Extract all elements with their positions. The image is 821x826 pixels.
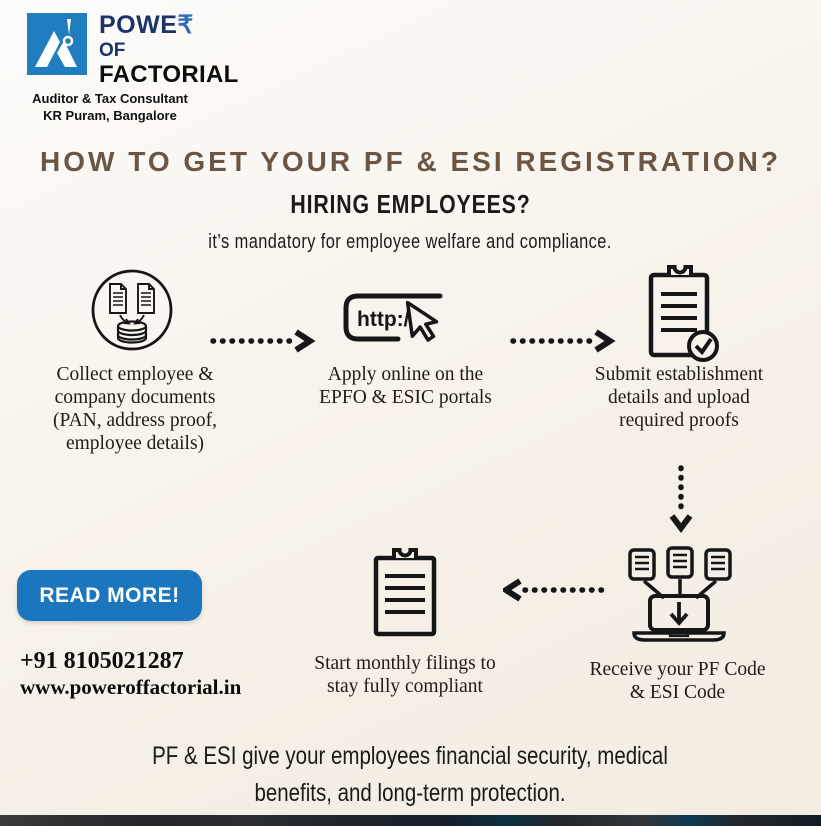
brand-taglines: Auditor & Tax Consultant KR Puram, Banga… bbox=[12, 90, 208, 124]
step-4-label: Receive your PF Code & ESI Code bbox=[589, 659, 766, 703]
footer-message-text: PF & ESI give your employees financial s… bbox=[152, 742, 668, 807]
step-2-label: Apply online on the EPFO & ESIC portals bbox=[319, 364, 492, 408]
brand-text: POWE₹ OF FACTORIAL bbox=[99, 13, 239, 87]
read-more-button[interactable]: READ MORE! bbox=[17, 570, 202, 621]
clipboard-icon bbox=[372, 546, 438, 638]
brand-name: FACTORIAL bbox=[99, 61, 239, 88]
http-browser-cursor-icon: http:// bbox=[336, 283, 456, 367]
tagline-profession: Auditor & Tax Consultant bbox=[32, 91, 188, 106]
brand-logo-icon bbox=[27, 13, 87, 75]
tagline-location: KR Puram, Bangalore bbox=[43, 108, 177, 123]
clipboard-check-icon bbox=[645, 262, 719, 364]
dotted-arrow-right-icon bbox=[205, 328, 320, 354]
subtitle-text: HIRING EMPLOYEES? bbox=[290, 189, 531, 219]
collect-documents-icon bbox=[90, 268, 174, 352]
subtitle: HIRING EMPLOYEES? bbox=[0, 189, 821, 220]
http-label: http:// bbox=[357, 308, 415, 331]
brand-of: OF bbox=[99, 40, 126, 61]
footer-message: PF & ESI give your employees financial s… bbox=[70, 738, 750, 812]
website-link[interactable]: www.poweroffactorial.in bbox=[20, 675, 242, 699]
rupee-symbol: ₹ bbox=[177, 11, 194, 39]
subtext-text: it’s mandatory for employee welfare and … bbox=[208, 231, 613, 253]
bottom-image-strip bbox=[0, 815, 821, 826]
brand-word: POWE₹ bbox=[99, 13, 239, 38]
page-title: HOW TO GET YOUR PF & ESI REGISTRATION? bbox=[40, 146, 781, 177]
logo-a-mark-icon bbox=[35, 19, 77, 67]
phone-number: +91 8105021287 bbox=[20, 648, 184, 674]
dotted-arrow-down-icon bbox=[668, 462, 694, 534]
subtext: it’s mandatory for employee welfare and … bbox=[0, 231, 821, 254]
step-5-label: Start monthly filings to stay fully comp… bbox=[314, 653, 496, 697]
dotted-arrow-left-icon bbox=[503, 577, 611, 603]
laptop-download-icon bbox=[618, 546, 742, 644]
dotted-arrow-right-icon bbox=[505, 328, 620, 354]
step-1-label: Collect employee & company documents (PA… bbox=[53, 364, 217, 454]
step-3-label: Submit establishment details and upload … bbox=[594, 364, 764, 431]
brand-word-text: POWE bbox=[99, 11, 178, 39]
